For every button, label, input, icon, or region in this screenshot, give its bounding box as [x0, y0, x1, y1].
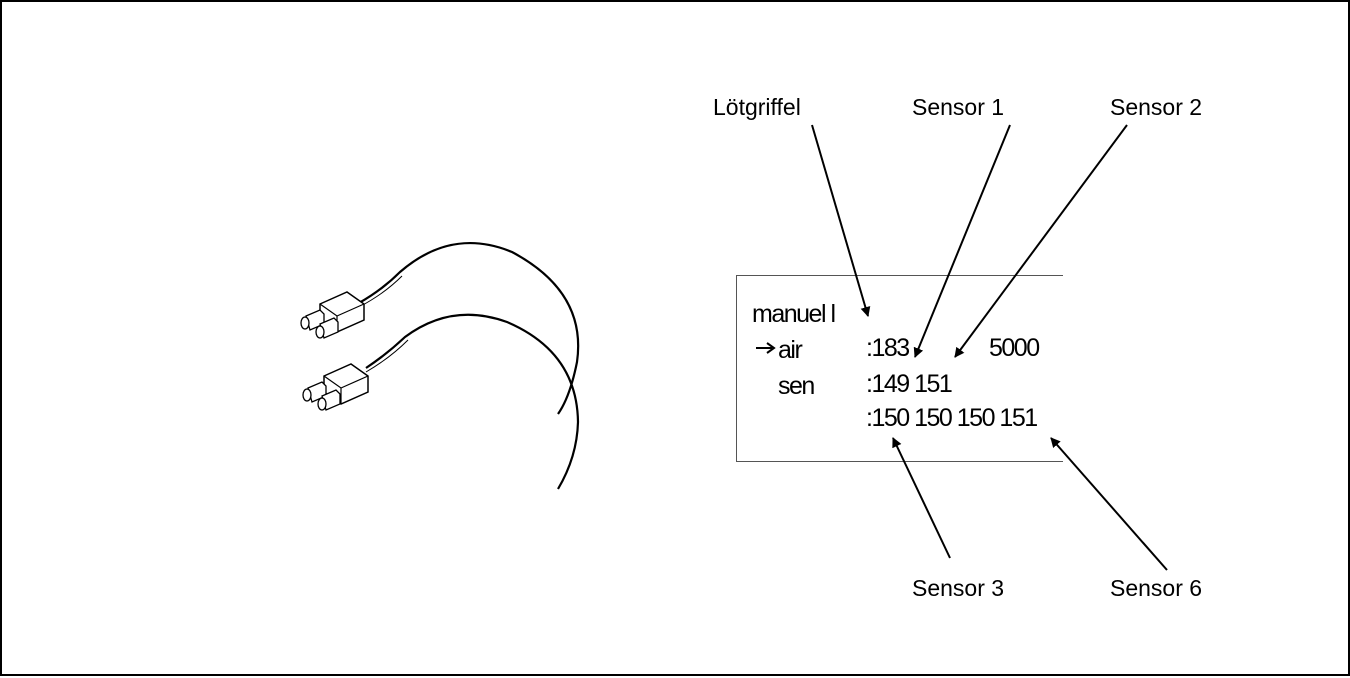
display-air-label: air	[778, 336, 803, 364]
sensor-connector-icon	[300, 291, 365, 339]
arrow-sensor-6	[1050, 437, 1168, 571]
display-air-values: :183	[866, 334, 910, 362]
display-air-setpoint: 5000	[989, 334, 1040, 362]
sensor-cables-illustration	[300, 242, 580, 490]
display-sen-values: :149 151	[866, 370, 953, 398]
display-frame	[736, 275, 1063, 462]
display-sensor-values: :150 150 150 151	[866, 404, 1038, 432]
display-mode-text: manuel l	[752, 300, 836, 328]
sensor-connector-icon	[302, 363, 369, 411]
lower-sensor-cable	[365, 313, 580, 490]
display-sen-label: sen	[778, 372, 815, 400]
right-arrow-icon	[756, 342, 776, 354]
arrow-sensor-3	[892, 437, 951, 559]
label-sensor-3: Sensor 3	[912, 575, 1005, 601]
label-loetgriffel: Lötgriffel	[713, 94, 801, 120]
arrow-sensor-2	[954, 124, 1128, 358]
label-sensor-1: Sensor 1	[912, 94, 1005, 120]
label-sensor-6: Sensor 6	[1110, 575, 1203, 601]
upper-sensor-cable	[358, 242, 580, 415]
arrow-sensor-1	[913, 124, 1011, 358]
arrow-loetgriffel	[811, 124, 871, 317]
label-sensor-2: Sensor 2	[1110, 94, 1203, 120]
